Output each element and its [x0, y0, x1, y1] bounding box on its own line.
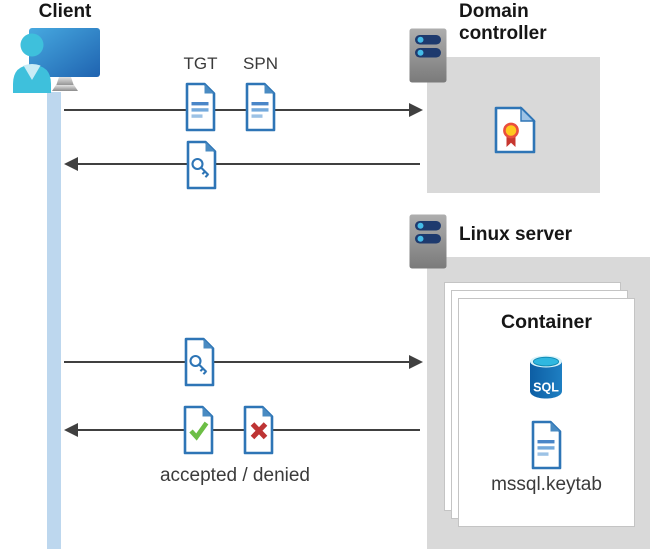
spn-label: SPN: [243, 54, 278, 73]
arrowhead-left-icon: [64, 157, 78, 171]
cross-document-icon: [243, 405, 274, 455]
linux-server-label: Linux server: [459, 224, 572, 245]
key-document-icon: [184, 337, 215, 387]
arrowhead-left-icon: [64, 423, 78, 437]
domain-controller-label: Domain controller: [459, 1, 547, 44]
tgt-ticket-document-icon: [185, 82, 216, 132]
user-icon: [13, 33, 51, 93]
key-document-icon: [186, 140, 217, 190]
container-label: Container: [500, 311, 592, 333]
result-caption: accepted / denied: [159, 465, 310, 486]
spn-ticket-document-icon: [245, 82, 276, 132]
tgt-label: TGT: [183, 54, 218, 73]
sql-database-icon: SQL: [528, 354, 564, 400]
arrowhead-right-icon: [409, 103, 423, 117]
check-document-icon: [183, 405, 214, 455]
domain-controller-server-icon: [409, 28, 447, 83]
keytab-document-icon: [530, 420, 563, 470]
keytab-label: mssql.keytab: [491, 474, 602, 495]
client-label: Client: [38, 1, 92, 22]
container-card: Container SQL mssql.keytab: [458, 298, 635, 527]
client-lifeline: [47, 92, 61, 549]
certificate-document-icon: [494, 106, 536, 154]
sql-badge-text: SQL: [533, 381, 559, 395]
client-monitor-icon: [8, 27, 102, 93]
linux-server-icon: [409, 214, 447, 269]
arrowhead-right-icon: [409, 355, 423, 369]
